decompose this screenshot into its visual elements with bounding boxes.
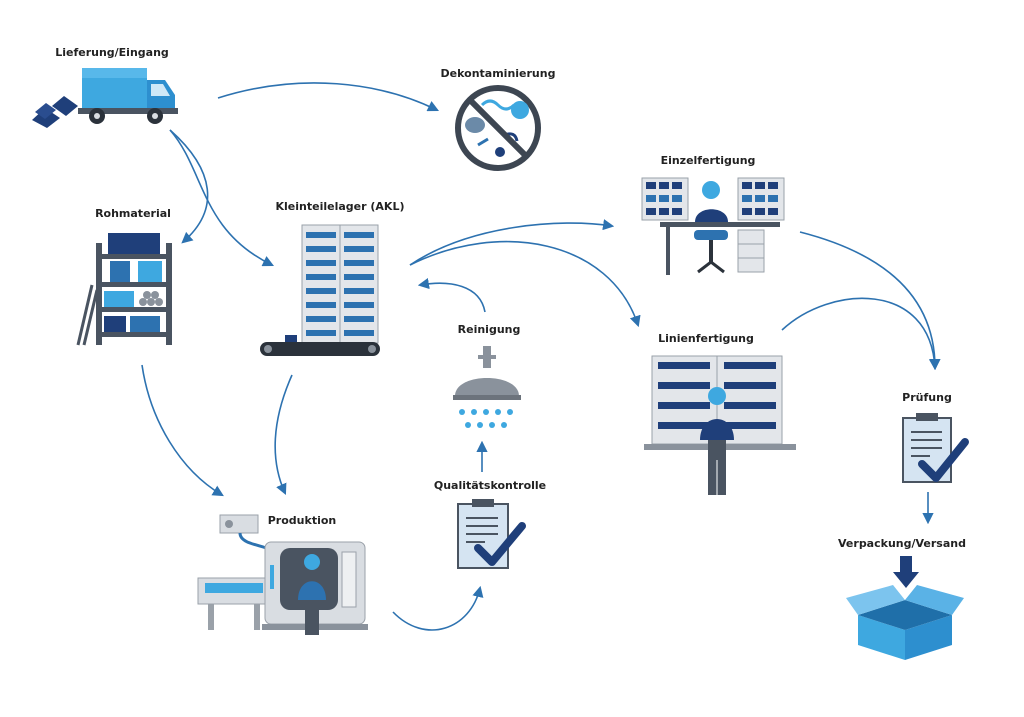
arrow-produktion-to-qualitaetskontrolle xyxy=(392,585,484,631)
node-pruefung: Prüfung xyxy=(902,391,969,483)
cleaning-shower-icon xyxy=(453,346,521,428)
no-germs-icon xyxy=(455,85,541,171)
node-einzelfertigung: Einzelfertigung xyxy=(641,154,785,275)
node-produktion: Produktion xyxy=(197,514,368,635)
shipping-box-icon xyxy=(846,556,964,660)
arrow-kleinteilelager-to-einzelfertigung xyxy=(409,219,615,266)
checklist-icon xyxy=(902,413,969,483)
label-reinigung: Reinigung xyxy=(458,323,521,336)
node-qualitaetskontrolle: Qualitätskontrolle xyxy=(434,479,546,569)
label-dekontaminierung: Dekontaminierung xyxy=(441,67,556,80)
production-line-icon xyxy=(644,355,796,495)
arrow-rohmaterial-to-produktion xyxy=(141,364,224,497)
node-kleinteilelager: Kleinteilelager (AKL) xyxy=(260,200,404,356)
arrow-einzelfertigung-to-pruefung xyxy=(799,231,941,371)
node-rohmaterial: Rohmaterial xyxy=(76,207,172,346)
arrow-kleinteilelager-to-linienfertigung xyxy=(409,240,641,328)
node-reinigung: Reinigung xyxy=(453,323,521,428)
label-rohmaterial: Rohmaterial xyxy=(95,207,171,220)
label-linienfertigung: Linienfertigung xyxy=(658,332,754,345)
node-linienfertigung: Linienfertigung xyxy=(644,332,796,495)
label-qualitaetskontrolle: Qualitätskontrolle xyxy=(434,479,546,492)
label-pruefung: Prüfung xyxy=(902,391,952,404)
arrow-lieferung-to-dekontaminierung xyxy=(217,82,440,112)
label-kleinteilelager: Kleinteilelager (AKL) xyxy=(276,200,405,213)
cnc-machine-icon xyxy=(197,514,368,635)
material-shelf-icon xyxy=(76,233,172,346)
label-produktion: Produktion xyxy=(268,514,336,527)
node-lieferung: Lieferung/Eingang xyxy=(32,46,178,128)
node-dekontaminierung: Dekontaminierung xyxy=(441,67,556,171)
flow-arrows xyxy=(141,82,941,631)
arrow-kleinteilelager-to-produktion xyxy=(274,374,293,496)
arrow-reinigung-to-kleinteilelager xyxy=(417,278,486,313)
label-einzelfertigung: Einzelfertigung xyxy=(661,154,756,167)
arrow-lieferung-to-kleinteilelager xyxy=(169,129,275,267)
label-verpackung: Verpackung/Versand xyxy=(838,537,966,550)
workstation-icon xyxy=(641,177,785,275)
arrow-lieferung-to-rohmaterial xyxy=(169,129,209,244)
delivery-truck-icon xyxy=(32,68,178,128)
node-verpackung: Verpackung/Versand xyxy=(838,537,966,660)
small-parts-storage-icon xyxy=(260,224,380,356)
label-lieferung: Lieferung/Eingang xyxy=(55,46,169,59)
arrow-linienfertigung-to-pruefung xyxy=(781,297,941,371)
checklist-icon xyxy=(457,499,526,569)
